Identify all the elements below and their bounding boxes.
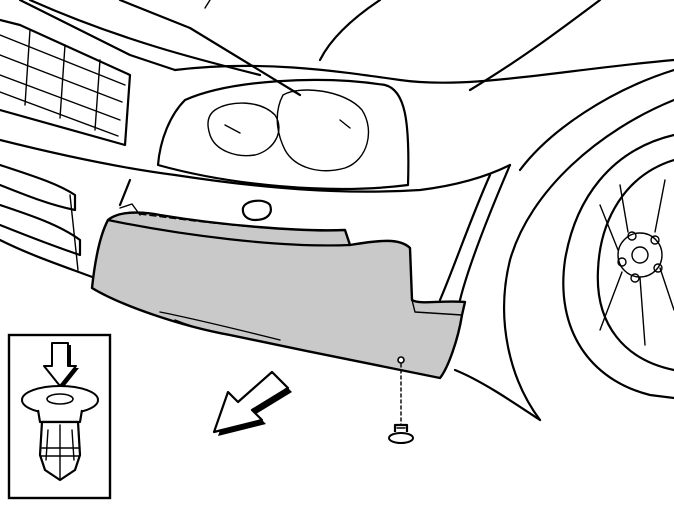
hood: [18, 0, 674, 97]
fastener-screw: [388, 363, 414, 444]
lower-bumper-cover: [90, 203, 467, 380]
fender: [438, 68, 674, 422]
arrow-down-icon: [43, 342, 79, 388]
arrow-down-left-icon: [212, 370, 292, 436]
grille: [0, 18, 132, 147]
headlamp: [156, 78, 410, 191]
front-fascia: [0, 138, 512, 280]
push-clip-icon: [21, 385, 99, 482]
wheel: [562, 133, 674, 400]
clip-detail-inset: [7, 333, 112, 500]
